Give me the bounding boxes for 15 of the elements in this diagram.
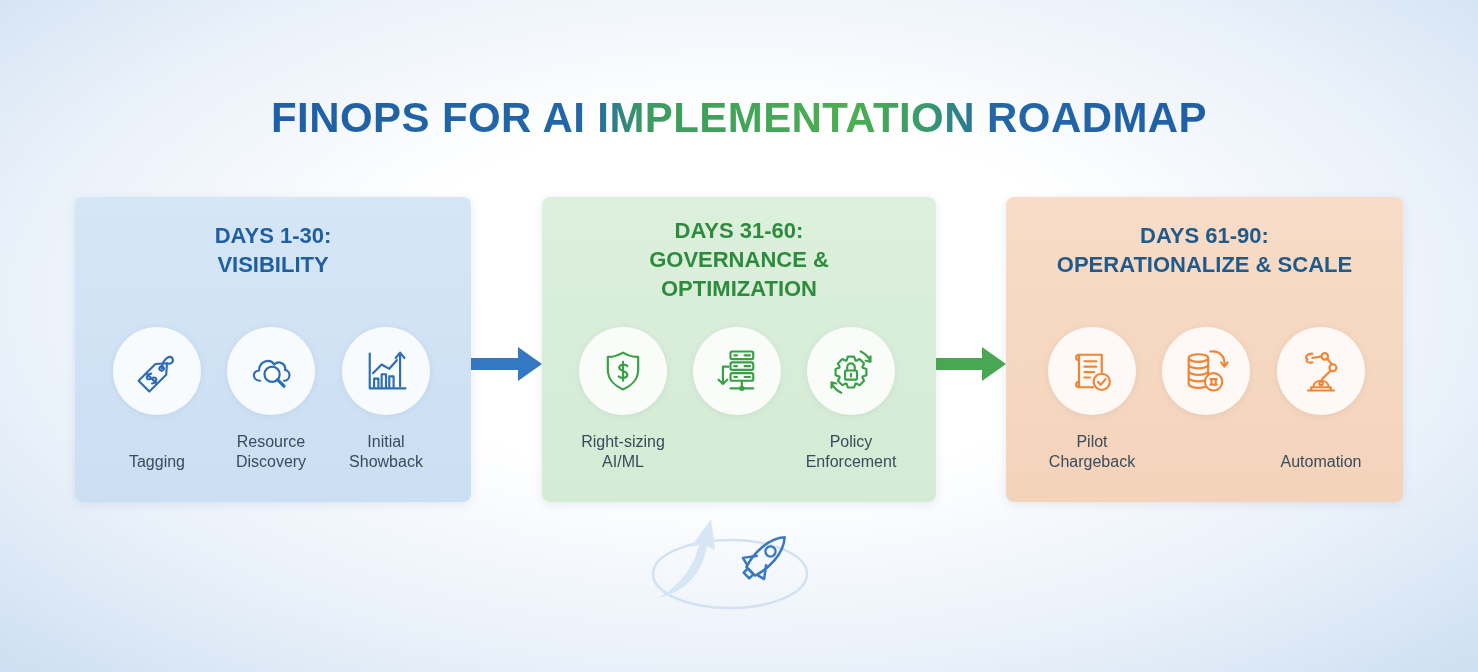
phase-heading: DAYS 61-90: OPERATIONALIZE & SCALE — [1055, 222, 1354, 279]
phase-heading: DAYS 1-30: VISIBILITY — [213, 222, 333, 279]
step-label: Policy Enforcement — [804, 432, 898, 472]
step-label: Resource Discovery — [234, 432, 308, 472]
phase-panel — [1006, 197, 1403, 502]
step-label: Pilot Chargeback — [1047, 432, 1137, 472]
step-label: Initial Showback — [348, 432, 424, 472]
phase-panel — [75, 197, 471, 502]
step-label: Automation — [1280, 452, 1362, 472]
arrow — [471, 347, 542, 381]
arrow — [936, 347, 1006, 381]
phase-heading: DAYS 31-60: GOVERNANCE & OPTIMIZATION — [648, 217, 830, 303]
step-label: Tagging — [128, 452, 185, 472]
phase-panel — [542, 197, 936, 502]
step-label: Right-sizing AI/ML — [580, 432, 666, 472]
